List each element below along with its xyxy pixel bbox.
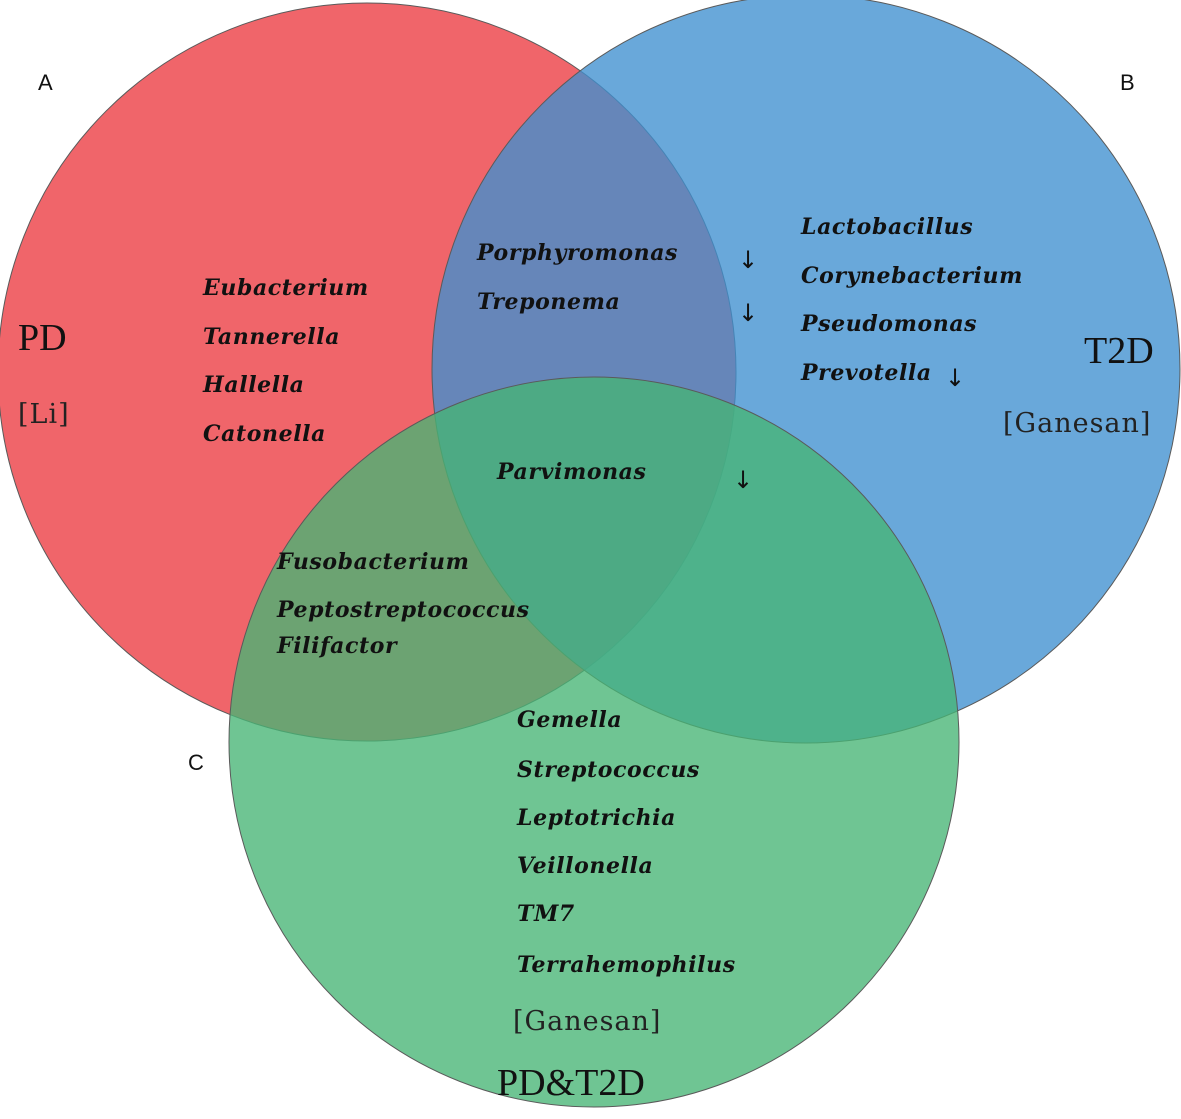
genus-label: Streptococcus <box>517 757 700 783</box>
set-c-source: [Ganesan] <box>513 1006 661 1037</box>
genus-label: Lactobacillus <box>800 214 973 240</box>
down-arrow-icon: ↓ <box>738 299 758 327</box>
genus-label: Porphyromonas <box>476 240 678 266</box>
down-arrow-icon: ↓ <box>738 246 758 274</box>
genus-label: Peptostreptococcus <box>276 597 530 623</box>
set-c-circle <box>228 376 960 1108</box>
genus-label: Pseudomonas <box>800 311 977 337</box>
genus-label: Parvimonas <box>496 459 647 485</box>
down-arrow-icon: ↓ <box>945 364 965 392</box>
set-a-name: PD <box>18 317 67 359</box>
set-a-source: [Li] <box>18 399 70 430</box>
set-b-name: T2D <box>1084 330 1154 372</box>
genus-label: Eubacterium <box>202 275 369 301</box>
genus-label: Terrahemophilus <box>517 952 736 978</box>
set-b-letter: B <box>1120 70 1135 95</box>
genus-label: Catonella <box>203 421 326 447</box>
genus-label: Gemella <box>517 707 622 733</box>
set-b-source: [Ganesan] <box>1003 408 1151 439</box>
set-c-letter: C <box>188 750 204 775</box>
genus-label: Filifactor <box>276 633 398 659</box>
genus-label: Veillonella <box>517 853 653 879</box>
set-a-letter: A <box>38 70 53 95</box>
genus-label: Fusobacterium <box>276 549 470 575</box>
set-c-name: PD&T2D <box>497 1062 645 1104</box>
genus-label: Tannerella <box>203 324 340 350</box>
genus-label: Prevotella <box>800 360 932 386</box>
genus-label: Leptotrichia <box>516 805 676 831</box>
genus-label: TM7 <box>517 901 575 927</box>
genus-label: Treponema <box>477 289 620 315</box>
genus-label: Corynebacterium <box>801 263 1023 289</box>
genus-label: Hallella <box>202 372 305 398</box>
down-arrow-icon: ↓ <box>733 466 753 494</box>
